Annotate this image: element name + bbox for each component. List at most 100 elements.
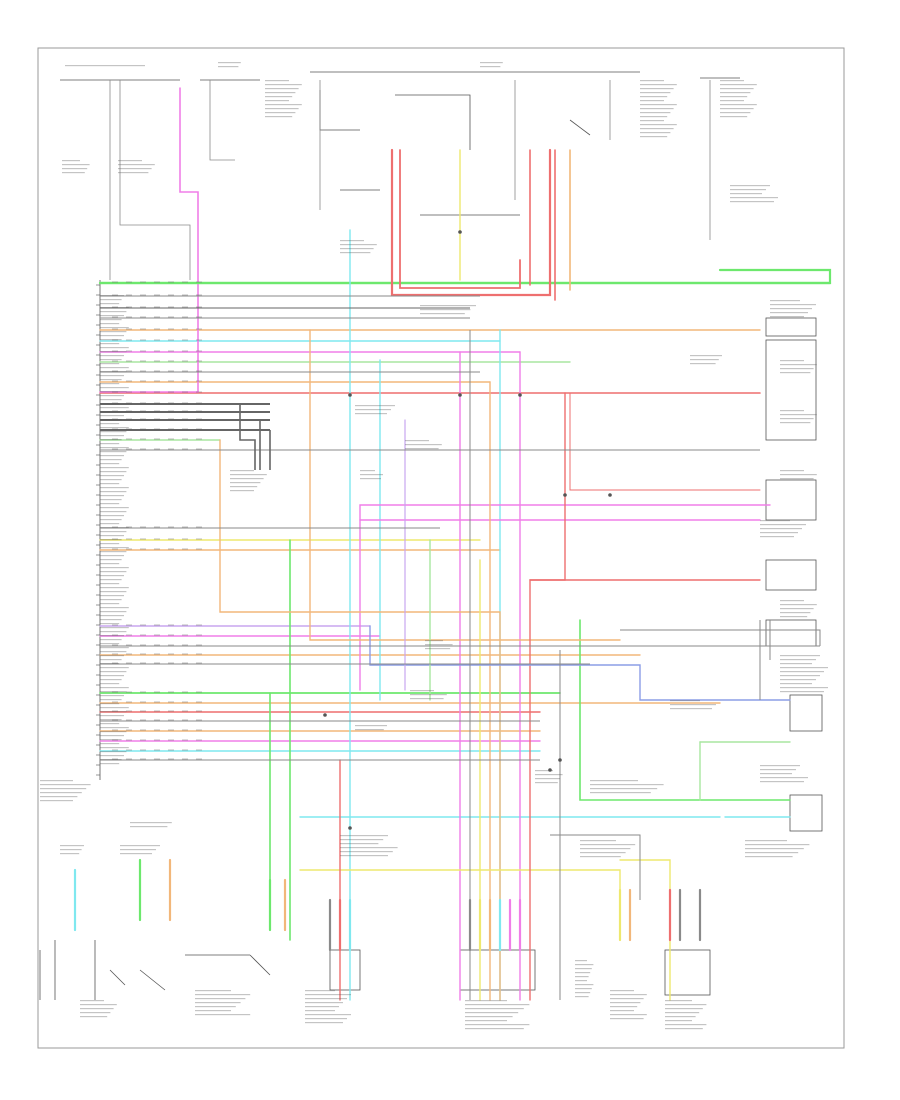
- label-mark: [218, 66, 239, 68]
- bus-label-mark: [112, 360, 118, 362]
- label-mark: [80, 1016, 108, 1018]
- label-mark: [640, 120, 664, 122]
- bus-label-mark: [112, 316, 118, 318]
- label-mark: [60, 845, 84, 847]
- component-outline: [185, 954, 271, 976]
- bus-label-mark: [154, 710, 160, 712]
- label-mark: [665, 1016, 696, 1018]
- label-mark: [780, 691, 824, 693]
- bus-label-mark: [126, 438, 132, 440]
- bus-label-mark: [182, 701, 188, 703]
- label-mark: [100, 511, 127, 513]
- label-mark: [40, 780, 73, 782]
- bus-label-mark: [182, 526, 188, 528]
- bus-label-mark: [140, 710, 146, 712]
- label-mark: [100, 335, 124, 337]
- junction-dot: [548, 768, 552, 772]
- bus-label-mark: [112, 758, 118, 760]
- label-mark: [770, 304, 816, 306]
- bus-label-mark: [140, 624, 146, 626]
- bus-label-mark: [182, 306, 188, 308]
- label-mark: [100, 463, 120, 465]
- bus-label-mark: [182, 758, 188, 760]
- label-mark: [100, 423, 120, 425]
- label-mark: [118, 160, 142, 162]
- label-mark: [410, 698, 444, 700]
- label-mark: [100, 715, 124, 717]
- label-mark: [265, 88, 299, 90]
- bus-label-mark: [168, 739, 174, 741]
- bus-label-mark: [154, 294, 160, 296]
- label-mark: [100, 519, 122, 521]
- label-mark: [780, 679, 816, 681]
- bus-label-mark: [112, 370, 118, 372]
- bus-label-mark: [112, 306, 118, 308]
- wire: [390, 148, 552, 297]
- label-mark: [195, 998, 246, 1000]
- label-mark: [100, 391, 127, 393]
- label-mark: [730, 185, 770, 187]
- bus-label-mark: [196, 339, 202, 341]
- label-mark: [770, 300, 800, 302]
- label-mark: [780, 470, 804, 472]
- label-mark: [420, 313, 465, 315]
- bus-label-mark: [140, 701, 146, 703]
- label-mark: [100, 671, 127, 673]
- label-mark: [100, 491, 127, 493]
- label-mark: [100, 719, 122, 721]
- label-mark: [405, 448, 439, 450]
- label-mark: [100, 735, 124, 737]
- label-mark: [535, 774, 563, 776]
- label-mark: [100, 679, 122, 681]
- label-mark: [100, 411, 127, 413]
- bus-label-mark: [196, 402, 202, 404]
- bus-label-mark: [168, 410, 174, 412]
- label-mark: [100, 515, 124, 517]
- label-mark: [340, 244, 377, 246]
- label-mark: [465, 1000, 507, 1002]
- label-mark: [720, 80, 744, 82]
- bus-label-mark: [196, 316, 202, 318]
- bus-label-mark: [140, 438, 146, 440]
- label-mark: [230, 490, 254, 492]
- label-mark: [340, 240, 364, 242]
- wire: [579, 619, 791, 801]
- label-mark: [305, 1022, 343, 1024]
- label-mark: [60, 853, 80, 855]
- bus-label-mark: [140, 749, 146, 751]
- label-mark: [230, 470, 254, 472]
- label-mark: [665, 1008, 703, 1010]
- label-mark: [100, 323, 120, 325]
- bus-label-mark: [154, 624, 160, 626]
- bus-label-mark: [112, 526, 118, 528]
- label-mark: [465, 1012, 519, 1014]
- bus-label-mark: [182, 662, 188, 664]
- label-mark: [590, 788, 658, 790]
- bus-label-mark: [154, 526, 160, 528]
- label-mark: [580, 840, 616, 842]
- bus-label-mark: [168, 624, 174, 626]
- label-mark: [575, 968, 592, 970]
- label-mark: [355, 729, 384, 731]
- bus-label-mark: [126, 749, 132, 751]
- label-mark: [100, 535, 124, 537]
- label-mark: [100, 387, 129, 389]
- bus-label-mark: [182, 370, 188, 372]
- label-mark: [265, 104, 302, 106]
- bus-label-mark: [140, 662, 146, 664]
- bus-label-mark: [154, 739, 160, 741]
- label-mark: [720, 96, 748, 98]
- label-mark: [100, 639, 122, 641]
- label-mark: [100, 759, 122, 761]
- label-mark: [780, 659, 816, 661]
- junction-dot: [348, 393, 352, 397]
- bus-label-mark: [182, 410, 188, 412]
- label-mark: [610, 990, 634, 992]
- label-mark: [100, 439, 122, 441]
- label-mark: [100, 763, 120, 765]
- bus-label-mark: [140, 380, 146, 382]
- label-mark: [590, 780, 638, 782]
- bus-label-mark: [182, 538, 188, 540]
- label-mark: [780, 655, 820, 657]
- label-mark: [575, 988, 592, 990]
